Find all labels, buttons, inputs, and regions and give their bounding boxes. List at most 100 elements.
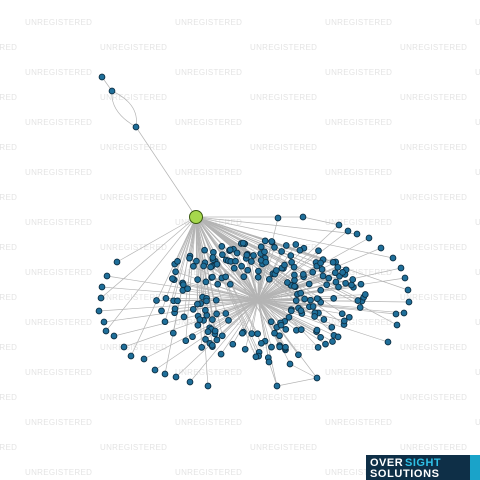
entity-node[interactable] <box>201 246 208 254</box>
entity-node[interactable] <box>291 271 298 279</box>
entity-node[interactable] <box>287 252 295 259</box>
entity-node[interactable] <box>161 370 169 378</box>
entity-node[interactable] <box>297 326 305 333</box>
entity-node[interactable] <box>184 285 191 293</box>
entity-node[interactable] <box>194 276 201 283</box>
entity-node[interactable] <box>404 286 412 294</box>
entity-node[interactable] <box>401 274 409 282</box>
entity-node[interactable] <box>296 246 304 254</box>
entity-node[interactable] <box>348 281 355 289</box>
entity-node[interactable] <box>97 294 105 302</box>
entity-node[interactable] <box>377 244 385 252</box>
entity-node[interactable] <box>265 358 273 366</box>
entity-node[interactable] <box>285 313 293 321</box>
entity-node[interactable] <box>329 338 336 345</box>
entity-node[interactable] <box>239 239 247 247</box>
entity-node[interactable] <box>211 327 219 335</box>
entity-node[interactable] <box>202 306 209 314</box>
entity-node[interactable] <box>218 243 226 250</box>
entity-node[interactable] <box>384 338 392 346</box>
entity-node[interactable] <box>329 258 337 266</box>
entity-node[interactable] <box>292 241 300 248</box>
entity-node[interactable] <box>397 264 405 272</box>
entity-node[interactable] <box>254 330 261 338</box>
entity-node[interactable] <box>209 254 217 261</box>
entity-node[interactable] <box>222 273 230 281</box>
entity-node[interactable] <box>305 280 313 288</box>
entity-node[interactable] <box>193 257 200 265</box>
entity-node[interactable] <box>282 242 290 249</box>
entity-node[interactable] <box>225 317 232 324</box>
entity-node[interactable] <box>345 313 353 321</box>
entity-node[interactable] <box>273 382 281 390</box>
entity-node[interactable] <box>265 275 273 283</box>
entity-node[interactable] <box>102 327 110 335</box>
entity-node[interactable] <box>218 332 226 340</box>
entity-node[interactable] <box>344 227 352 235</box>
entity-node[interactable] <box>103 272 111 280</box>
entity-node[interactable] <box>250 252 257 259</box>
entity-node[interactable] <box>313 295 321 302</box>
entity-node[interactable] <box>132 123 140 131</box>
entity-node[interactable] <box>268 343 275 351</box>
entity-node[interactable] <box>349 276 357 283</box>
entity-node[interactable] <box>158 307 165 315</box>
entity-node[interactable] <box>261 248 268 256</box>
entity-node[interactable] <box>213 336 221 344</box>
entity-node[interactable] <box>405 298 413 306</box>
entity-node[interactable] <box>240 273 248 281</box>
entity-node[interactable] <box>180 313 188 321</box>
entity-node[interactable] <box>297 307 305 314</box>
entity-node[interactable] <box>120 343 128 351</box>
entity-node[interactable] <box>338 310 346 318</box>
entity-node[interactable] <box>317 286 325 294</box>
entity-node[interactable] <box>271 244 278 251</box>
entity-node[interactable] <box>209 316 216 323</box>
entity-node[interactable] <box>255 267 262 275</box>
entity-node[interactable] <box>204 382 212 390</box>
entity-node[interactable] <box>108 87 116 95</box>
entity-node[interactable] <box>353 230 361 238</box>
entity-node[interactable] <box>287 307 295 315</box>
entity-node[interactable] <box>319 272 327 280</box>
entity-node[interactable] <box>313 374 321 382</box>
entity-node[interactable] <box>232 257 239 265</box>
entity-node[interactable] <box>317 334 324 341</box>
entity-node[interactable] <box>334 333 342 341</box>
entity-node[interactable] <box>393 321 401 329</box>
entity-node[interactable] <box>295 351 302 359</box>
entity-node[interactable] <box>274 214 282 222</box>
entity-node[interactable] <box>309 268 317 276</box>
entity-node[interactable] <box>248 330 256 337</box>
entity-node[interactable] <box>202 336 209 343</box>
entity-node[interactable] <box>281 261 288 269</box>
entity-node[interactable] <box>320 316 328 323</box>
entity-node[interactable] <box>323 281 331 289</box>
entity-node[interactable] <box>186 378 194 386</box>
entity-node[interactable] <box>186 254 193 262</box>
entity-node[interactable] <box>276 343 283 351</box>
entity-node[interactable] <box>261 237 269 245</box>
entity-node[interactable] <box>233 249 241 257</box>
entity-node[interactable] <box>325 274 333 282</box>
entity-node[interactable] <box>207 263 214 271</box>
entity-node[interactable] <box>335 221 343 229</box>
entity-node[interactable] <box>100 318 108 326</box>
entity-node[interactable] <box>208 341 216 349</box>
entity-node[interactable] <box>356 304 364 311</box>
entity-node[interactable] <box>272 267 280 274</box>
entity-node[interactable] <box>161 318 169 326</box>
entity-node[interactable] <box>248 258 255 265</box>
entity-node[interactable] <box>214 280 222 288</box>
entity-node[interactable] <box>95 307 103 315</box>
entity-node[interactable] <box>335 283 342 291</box>
entity-node[interactable] <box>361 291 369 298</box>
entity-node[interactable] <box>243 251 251 259</box>
entity-node[interactable] <box>162 295 170 302</box>
entity-node[interactable] <box>238 329 246 337</box>
entity-node[interactable] <box>226 280 234 288</box>
entity-node[interactable] <box>282 343 289 351</box>
entity-node[interactable] <box>357 280 365 288</box>
entity-node[interactable] <box>204 328 212 336</box>
entity-node[interactable] <box>317 259 324 267</box>
